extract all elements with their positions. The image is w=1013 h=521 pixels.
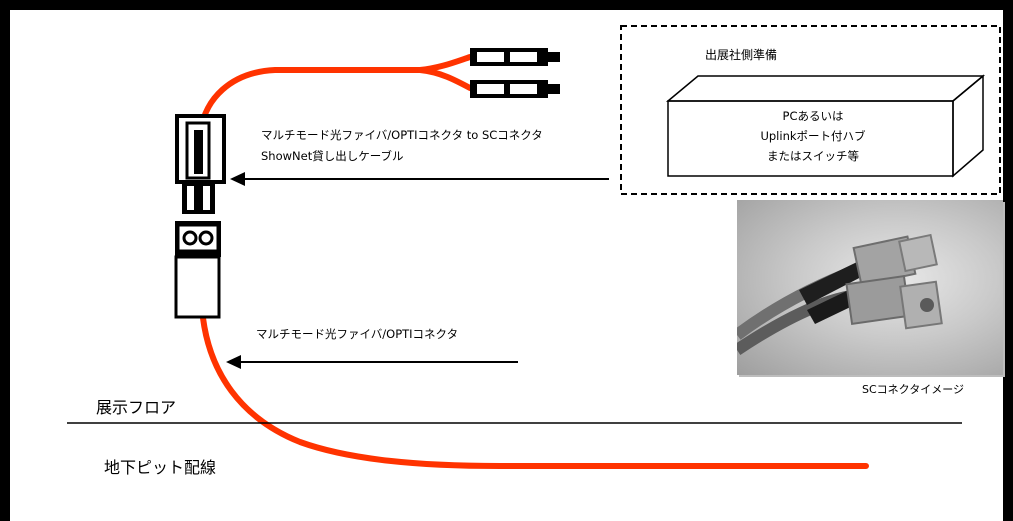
underground-label: 地下ピット配線 (104, 458, 217, 477)
device-label-line3: またはスイッチ等 (767, 149, 859, 163)
floor-label: 展示フロア (96, 398, 177, 417)
frame-right (1003, 0, 1013, 521)
fiber-cable-lower (200, 315, 869, 469)
device-label-line1: PCあるいは (782, 109, 844, 123)
device-box-icon (665, 74, 986, 178)
opti-connector-icon (174, 114, 226, 319)
sc-image-caption: SCコネクタイメージ (862, 383, 965, 396)
rental-cable-label-line2: ShowNet貸し出しケーブル (261, 149, 404, 163)
arrow-opti-cable (226, 355, 518, 369)
frame-left (0, 0, 10, 521)
sc-connector-photo (737, 200, 1003, 375)
fiber-cable-upper (198, 54, 473, 133)
opti-cable-label: マルチモード光ファイバ/OPTIコネクタ (256, 327, 459, 341)
exhibitor-prep-label: 出展社側準備 (705, 48, 778, 62)
frame-top (0, 0, 1013, 10)
device-label-line2: Uplinkポート付ハブ (760, 129, 866, 143)
sc-connector-pair-icon (470, 48, 560, 98)
exhibitor-area-border (620, 25, 1001, 195)
rental-cable-label-line1: マルチモード光ファイバ/OPTIコネクタ to SCコネクタ (261, 128, 543, 142)
arrow-rental-cable (230, 172, 609, 186)
fiber-cable-upper-branch (417, 67, 473, 91)
